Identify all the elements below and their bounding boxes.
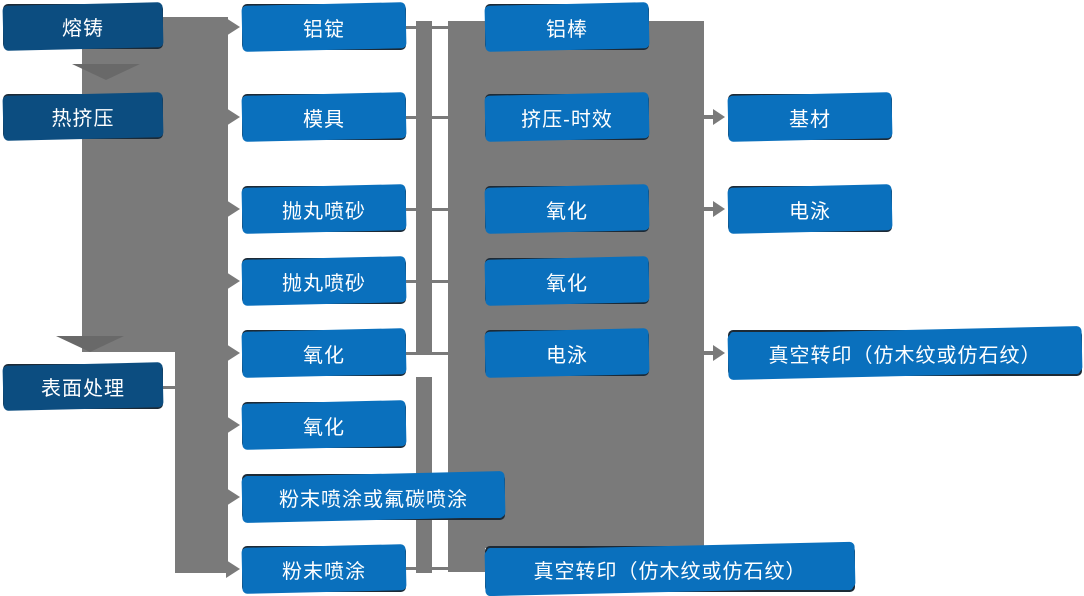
node-vacuum-transfer-right: 真空转印（仿木纹或仿石纹） (728, 330, 1082, 376)
arrow-down-2-icon (56, 336, 124, 352)
node-mold: 模具 (242, 94, 406, 140)
arrow-right-shot-blast-2-icon (226, 272, 240, 290)
arrow-right-powder-fluorocarbon-icon (226, 488, 240, 506)
left-band-lower (175, 352, 228, 573)
link-line-row1 (406, 26, 448, 29)
node-powder-coating: 粉末喷涂 (242, 546, 406, 592)
arrow-right-base-material-icon (713, 109, 725, 125)
arrow-right-mold-icon (226, 108, 240, 126)
node-shot-blast-1: 抛丸喷砂 (242, 186, 406, 232)
node-melt-cast: 熔铸 (3, 4, 163, 49)
node-hot-extrusion: 热挤压 (3, 94, 163, 139)
node-surface-treatment: 表面处理 (3, 364, 163, 409)
link-line-row4 (406, 280, 448, 283)
node-al-ingot: 铝锭 (242, 4, 406, 50)
node-extrusion-aging: 挤压-时效 (485, 94, 649, 140)
node-al-rod: 铝棒 (485, 4, 649, 50)
arrow-right-oxidation-2-icon (226, 416, 240, 434)
arrow-right-shot-blast-1-icon (226, 200, 240, 218)
node-base-material: 基材 (728, 94, 892, 140)
node-shot-blast-2: 抛丸喷砂 (242, 258, 406, 304)
node-oxidation-c2-1: 氧化 (242, 330, 406, 376)
link-line-row8 (406, 567, 490, 570)
stem-electrophoresis (704, 207, 714, 211)
arrow-right-al-ingot-icon (226, 18, 240, 36)
link-line-surface-treatment (163, 386, 177, 389)
mid-bar-upper (416, 21, 432, 353)
stem-base-material (704, 115, 714, 119)
arrow-right-oxidation-1-icon (226, 344, 240, 362)
arrow-right-vacuum-transfer-icon (713, 345, 725, 361)
link-line-row3 (406, 208, 448, 211)
node-vacuum-transfer-bottom: 真空转印（仿木纹或仿石纹） (485, 546, 855, 592)
node-oxidation-c2-2: 氧化 (242, 402, 406, 448)
link-line-row2 (406, 116, 448, 119)
right-block-foot (448, 540, 485, 572)
arrow-right-electrophoresis-icon (713, 201, 725, 217)
link-line-row5 (406, 352, 448, 355)
stem-vacuum-transfer (704, 351, 714, 355)
node-powder-or-fluorocarbon: 粉末喷涂或氟碳喷涂 (242, 474, 505, 520)
arrow-down-1-icon (72, 64, 140, 80)
node-electrophoresis-c4: 电泳 (728, 186, 892, 232)
node-oxidation-c3-1: 氧化 (485, 186, 649, 232)
arrow-right-powder-icon (226, 560, 240, 578)
node-oxidation-c3-2: 氧化 (485, 258, 649, 304)
node-electrophoresis-c3: 电泳 (485, 330, 649, 376)
